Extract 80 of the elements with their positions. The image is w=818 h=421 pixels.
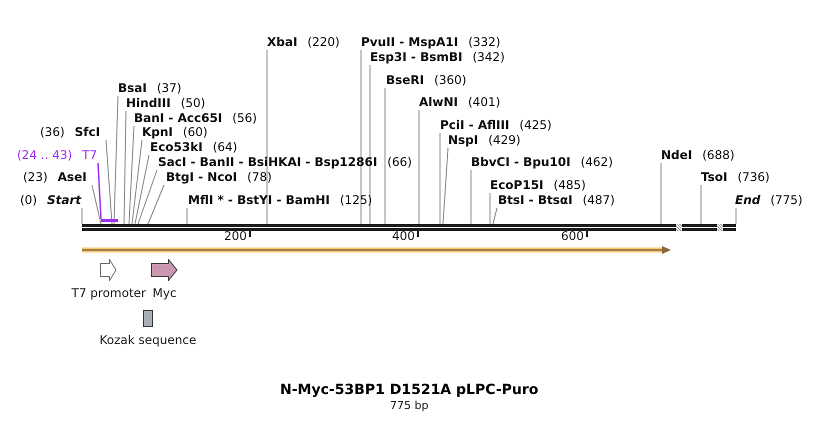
site-position: (66) — [387, 154, 412, 170]
site-position: (462) — [580, 154, 613, 170]
enzyme-name: BanI - Acc65I — [134, 110, 222, 126]
site-position: (23) — [23, 169, 48, 185]
enzyme-name: SacI - BanII - BsiHKAI - Bsp1286I — [158, 154, 378, 170]
scale-number: 200 — [224, 228, 247, 244]
site-position: (332) — [468, 34, 500, 50]
enzyme-name: EcoP15I — [490, 177, 544, 193]
site-position: (485) — [554, 177, 586, 193]
site-position: (688) — [702, 147, 735, 163]
enzyme-name: BtsI - BtsαI — [498, 192, 573, 208]
feature-label: T7 promoter — [72, 285, 146, 301]
leader-line — [660, 162, 662, 224]
leader-line — [266, 50, 268, 224]
site-position: (429) — [488, 132, 521, 148]
site-position: (64) — [212, 139, 238, 155]
enzyme-name: BseRI — [386, 72, 424, 88]
enzyme-name: AlwNI — [419, 94, 458, 110]
feature-label: Kozak sequence — [100, 332, 196, 348]
enzyme-name: HindIII — [126, 95, 171, 111]
site-position: (342) — [472, 49, 505, 65]
leader-line — [124, 110, 126, 224]
leader-line — [114, 96, 118, 224]
site-position: (487) — [582, 192, 615, 208]
site-position: (50) — [180, 95, 206, 111]
enzyme-name: BbvCI - Bpu10I — [471, 154, 571, 170]
leader-line — [186, 208, 188, 224]
feature-label: Myc — [152, 285, 177, 301]
enzyme-name: KpnI — [142, 124, 173, 140]
leader-line — [418, 110, 420, 224]
leader-line — [492, 208, 498, 224]
primer-name: T7 — [82, 147, 98, 163]
map-title: N-Myc-53BP1 D1521A pLPC-Puro — [280, 381, 538, 399]
enzyme-name: NspI — [448, 132, 478, 148]
enzyme-name: NdeI — [661, 147, 692, 163]
leader-line — [470, 170, 472, 224]
enzyme-name: SfcI — [74, 124, 100, 140]
leader-line — [442, 148, 448, 224]
leader-line — [134, 154, 150, 224]
site-position: (360) — [434, 72, 466, 88]
site-position: (60) — [182, 124, 208, 140]
leader-line — [128, 126, 134, 224]
leader-line — [92, 184, 102, 224]
enzyme-name: BtgI - NcoI — [166, 169, 238, 185]
leader-line — [132, 140, 142, 224]
leader-line — [97, 162, 102, 220]
site-position: (425) — [519, 117, 552, 133]
enzyme-name: AseI — [58, 169, 87, 185]
enzyme-name: Esp3I - BsmBI — [370, 49, 462, 65]
enzyme-name: MflI * - BstYI - BamHI — [188, 192, 330, 208]
site-position: (37) — [156, 80, 182, 96]
leader-line — [384, 88, 386, 224]
enzyme-name: PciI - AflIII — [440, 117, 510, 133]
site-position: (56) — [232, 110, 257, 126]
sequence-length: 775 bp — [390, 399, 428, 413]
enzyme-name: PvuII - MspA1I — [361, 34, 458, 50]
site-position: (24 .. 43) — [17, 147, 72, 163]
site-position: (36) — [40, 124, 65, 140]
leader-line — [700, 184, 702, 224]
enzyme-name: TsoI — [701, 169, 728, 185]
scale-number: 600 — [561, 228, 584, 244]
enzyme-name: BsaI — [118, 80, 147, 96]
leader-line — [360, 50, 362, 224]
site-position: (736) — [737, 169, 770, 185]
site-position: (0) — [20, 192, 37, 208]
enzyme-name: XbaI — [267, 34, 298, 50]
enzyme-name: Eco53kI — [150, 139, 203, 155]
leader-line — [138, 170, 158, 224]
scale-number: 400 — [392, 228, 415, 244]
enzyme-name: Start — [47, 192, 82, 208]
site-position: (125) — [340, 192, 372, 208]
site-position: (401) — [468, 94, 500, 110]
site-position: (78) — [247, 169, 272, 185]
enzyme-name: End — [735, 192, 760, 208]
site-position: (220) — [307, 34, 340, 50]
site-position: (775) — [770, 192, 803, 208]
sequence-bar — [82, 224, 736, 231]
primer-mark — [101, 219, 118, 222]
leader-line — [148, 184, 164, 224]
leader-line — [106, 140, 112, 224]
